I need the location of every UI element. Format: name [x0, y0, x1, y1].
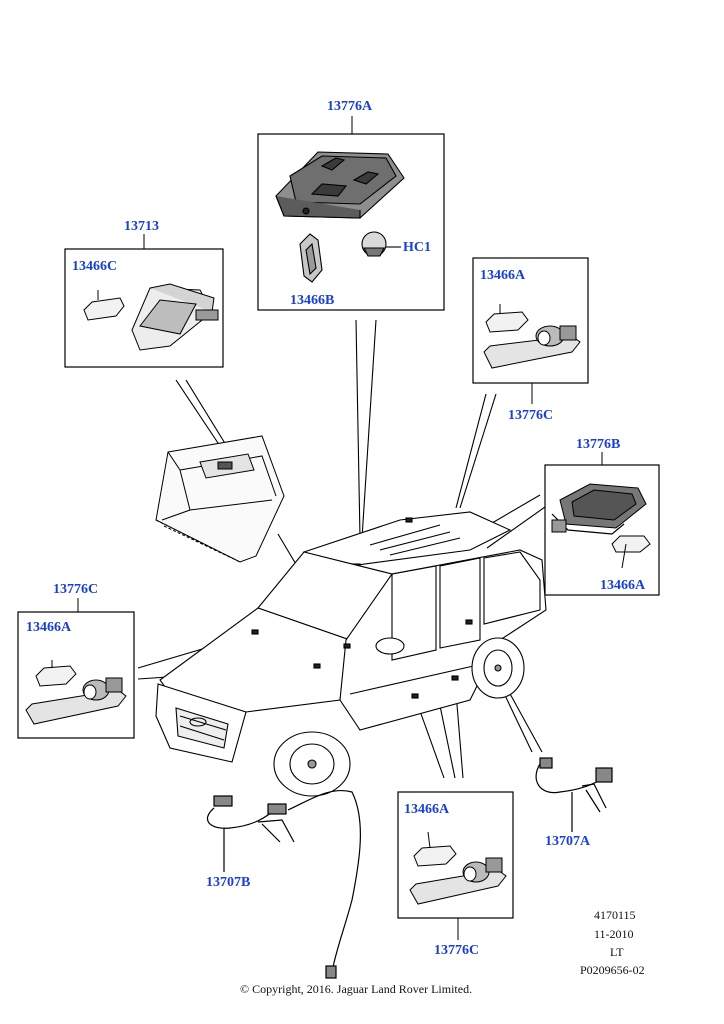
box-13776A: [257, 133, 445, 311]
overhead-console-illustration: [275, 151, 405, 283]
label-13707B: 13707B: [206, 875, 251, 890]
label-13776C-left: 13776C: [53, 582, 99, 597]
vehicle-illustration: [155, 511, 547, 797]
door-lamp-13776B-illustration: [551, 483, 651, 569]
label-13466A-right-lamp: 13466A: [600, 578, 646, 593]
label-13466A-bottom: 13466A: [404, 802, 450, 817]
diagram-date: 11-2010: [594, 927, 634, 941]
box-13776C-bottom: [397, 791, 514, 919]
box-13776C-left: [17, 611, 135, 739]
label-13466A-right-upper: 13466A: [480, 268, 526, 283]
label-13466B: 13466B: [290, 293, 335, 308]
courtesy-lamp-left-illustration: [25, 660, 127, 725]
diagram-region: LT: [610, 945, 624, 959]
diagram-code: 4170115: [594, 908, 636, 922]
label-13776C-bottom: 13776C: [434, 943, 480, 958]
box-13776C-right: [472, 257, 589, 384]
courtesy-lamp-upper-right-illustration: [483, 304, 581, 369]
harness-13707B-illustration: [207, 790, 361, 979]
label-13466A-left: 13466A: [26, 620, 72, 635]
label-13776C-right-upper: 13776C: [508, 408, 554, 423]
harness-13707A-illustration: [535, 757, 613, 832]
label-13713: 13713: [124, 219, 159, 234]
glovebox-lamp-illustration: [83, 283, 219, 351]
illustration-number: P0209656-02: [580, 963, 645, 977]
label-13707A: 13707A: [545, 834, 591, 849]
label-HC1: HC1: [403, 240, 431, 255]
courtesy-lamp-bottom-illustration: [409, 831, 507, 905]
glovebox-illustration: [155, 435, 285, 563]
label-13776B: 13776B: [576, 437, 621, 452]
label-13466C: 13466C: [72, 259, 118, 274]
label-13776A: 13776A: [327, 99, 373, 114]
copyright-notice: © Copyright, 2016. Jaguar Land Rover Lim…: [240, 982, 473, 996]
